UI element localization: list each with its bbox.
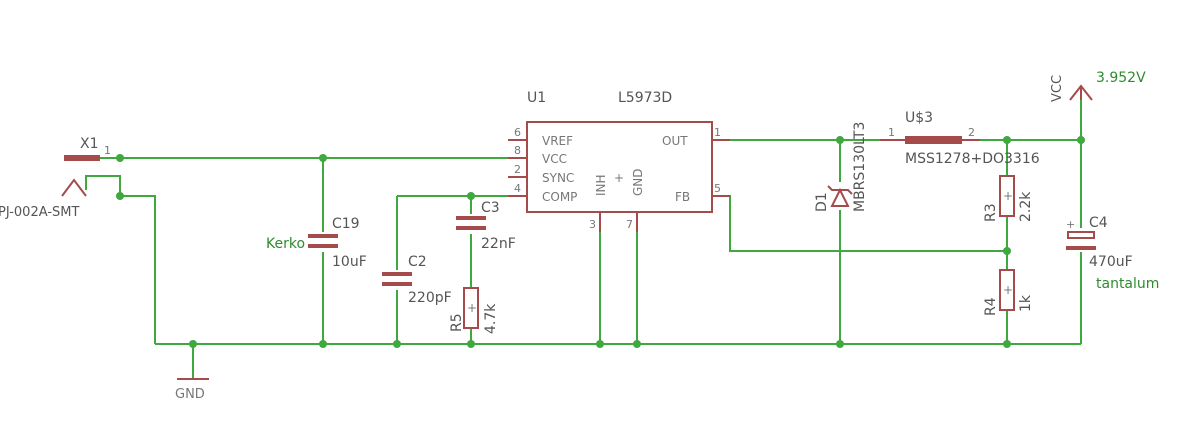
u3-pin-2: 2 bbox=[968, 126, 975, 139]
c2-value: 220pF bbox=[408, 290, 452, 306]
capacitor-c3[interactable]: C3 22nF bbox=[456, 200, 516, 252]
c4-note: tantalum bbox=[1096, 276, 1159, 292]
c19-value: 10uF bbox=[332, 254, 367, 270]
supply-vcc[interactable]: VCC 3.952V bbox=[1050, 70, 1146, 102]
r4-name: R4 bbox=[983, 297, 999, 316]
wire-x1-gnd bbox=[85, 175, 156, 344]
d1-value: MBRS130LT3 bbox=[852, 122, 868, 212]
wires bbox=[85, 92, 1082, 378]
u1-pin-num-5: 5 bbox=[714, 182, 721, 195]
x1-pin-number: 1 bbox=[104, 144, 111, 157]
u1-label-fb: FB bbox=[675, 190, 690, 204]
vcc-name: VCC bbox=[1050, 75, 1065, 102]
c4-name: C4 bbox=[1089, 215, 1108, 231]
junctions bbox=[116, 136, 1085, 348]
c19-name: C19 bbox=[332, 216, 360, 232]
r5-body bbox=[463, 287, 479, 329]
junction-vin-1 bbox=[116, 154, 124, 162]
r5-name: R5 bbox=[449, 313, 465, 332]
ic-u1[interactable]: 6 8 2 4 1 5 3 7 VREF VCC SYNC COMP OUT F… bbox=[508, 90, 730, 232]
c3-name: C3 bbox=[481, 200, 500, 216]
r5-origin-cross: + bbox=[467, 301, 477, 315]
junction-gnd-6 bbox=[633, 340, 641, 348]
junction-vout-2 bbox=[1077, 136, 1085, 144]
u1-pin-num-1: 1 bbox=[714, 126, 721, 139]
u1-pin-num-2: 2 bbox=[514, 163, 521, 176]
inductor-u3[interactable]: 1 2 U$3 MSS1278+DO3316 bbox=[880, 110, 1040, 167]
connector-x1[interactable]: 1 X1 PJ-002A-SMT bbox=[0, 136, 111, 220]
u1-pin-num-8: 8 bbox=[514, 144, 521, 157]
u1-pin-num-3: 3 bbox=[589, 218, 596, 231]
u1-label-sync: SYNC bbox=[542, 171, 574, 185]
junction-comp bbox=[467, 192, 475, 200]
junction-fb bbox=[1003, 247, 1011, 255]
u1-origin-cross: + bbox=[614, 171, 624, 185]
junction-vin-2 bbox=[319, 154, 327, 162]
u1-value: L5973D bbox=[618, 90, 672, 106]
r4-body bbox=[999, 269, 1015, 311]
resistor-r4[interactable]: + R4 1k bbox=[983, 269, 1034, 316]
u1-body bbox=[526, 121, 713, 213]
d1-triangle bbox=[830, 187, 850, 207]
junction-gnd-4 bbox=[467, 340, 475, 348]
junction-gnd-2 bbox=[319, 340, 327, 348]
junction-vout-1 bbox=[1003, 136, 1011, 144]
u1-pin-num-4: 4 bbox=[514, 182, 521, 195]
resistor-r3[interactable]: + R3 2.2k bbox=[983, 175, 1034, 222]
u1-label-gnd: GND bbox=[631, 168, 645, 196]
u3-value: MSS1278+DO3316 bbox=[905, 151, 1040, 167]
gnd-name: GND bbox=[175, 387, 205, 402]
c19-note: Kerko bbox=[266, 236, 305, 252]
u3-pin-1: 1 bbox=[888, 126, 895, 139]
u3-name: U$3 bbox=[905, 110, 933, 126]
c2-name: C2 bbox=[408, 254, 427, 270]
junction-gnd-7 bbox=[836, 340, 844, 348]
r4-origin-cross: + bbox=[1003, 283, 1013, 297]
u1-pin-num-6: 6 bbox=[514, 126, 521, 139]
junction-out bbox=[836, 136, 844, 144]
c4-plus-sign: + bbox=[1066, 218, 1075, 231]
u1-label-inh: INH bbox=[594, 174, 608, 196]
r5-value: 4.7k bbox=[483, 303, 499, 334]
u1-label-out: OUT bbox=[662, 134, 688, 148]
junction-gnd-3 bbox=[393, 340, 401, 348]
u1-pin-num-7: 7 bbox=[626, 218, 633, 231]
c3-value: 22nF bbox=[481, 236, 516, 252]
r3-body bbox=[999, 175, 1015, 217]
c4-value: 470uF bbox=[1089, 254, 1133, 270]
ground-symbol[interactable]: GND bbox=[175, 378, 209, 402]
c4-plate-top bbox=[1067, 231, 1095, 239]
capacitor-c2[interactable]: C2 220pF bbox=[382, 254, 452, 306]
r3-origin-cross: + bbox=[1003, 189, 1013, 203]
junction-gnd-8 bbox=[1003, 340, 1011, 348]
x1-jack-symbol bbox=[61, 178, 87, 197]
x1-value: PJ-002A-SMT bbox=[0, 205, 79, 220]
u1-label-vref: VREF bbox=[542, 134, 573, 148]
capacitor-c19[interactable]: C19 10uF Kerko bbox=[266, 216, 367, 270]
junction-gnd-5 bbox=[596, 340, 604, 348]
r3-name: R3 bbox=[983, 203, 999, 222]
junction-x1 bbox=[116, 192, 124, 200]
r3-value: 2.2k bbox=[1018, 191, 1034, 222]
x1-name: X1 bbox=[80, 136, 99, 152]
vcc-value: 3.952V bbox=[1096, 70, 1146, 86]
capacitor-c4[interactable]: + C4 470uF tantalum bbox=[1066, 215, 1159, 292]
d1-name: D1 bbox=[814, 192, 830, 212]
resistor-r5[interactable]: + R5 4.7k bbox=[449, 287, 499, 334]
u1-label-vcc: VCC bbox=[542, 152, 567, 166]
d1-cathode-bar bbox=[827, 185, 853, 195]
u1-name: U1 bbox=[527, 90, 546, 106]
diode-d1[interactable]: D1 MBRS130LT3 bbox=[814, 122, 868, 212]
r4-value: 1k bbox=[1018, 294, 1034, 312]
junction-gnd-1 bbox=[189, 340, 197, 348]
u1-label-comp: COMP bbox=[542, 190, 577, 204]
